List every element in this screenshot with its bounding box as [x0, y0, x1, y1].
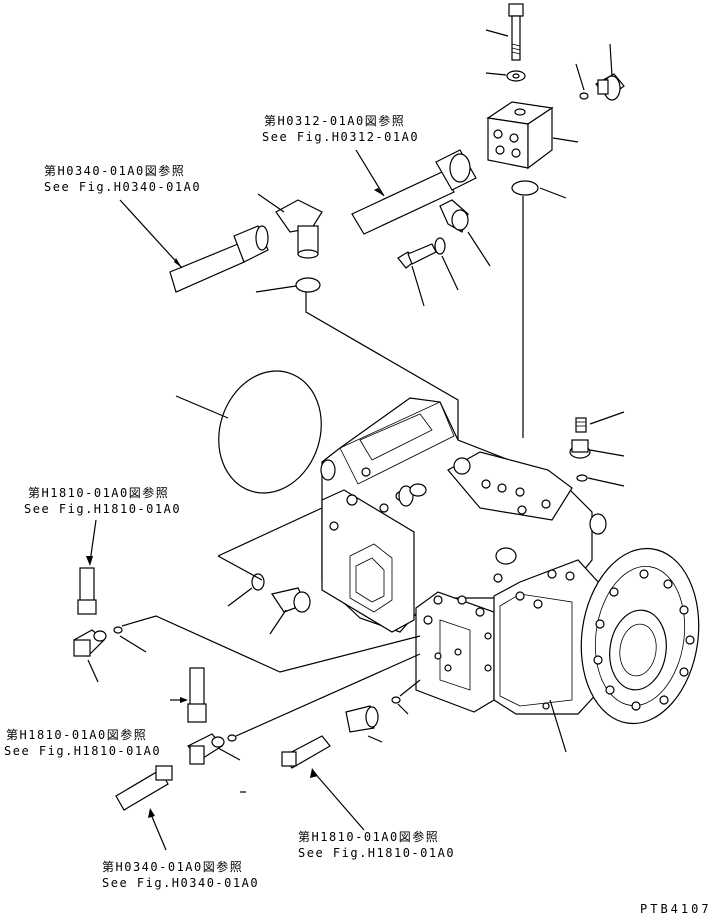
leader-line — [257, 193, 285, 213]
assembly-line — [305, 292, 459, 452]
elbow-fitting-left — [73, 629, 107, 657]
breather-fitting — [575, 417, 587, 433]
elbow-fitting-top — [595, 73, 625, 101]
ref-label-h1810-en: See Fig.H1810-01A0 — [24, 502, 182, 516]
o-ring — [295, 277, 321, 293]
ref-label-h1810-c-en: See Fig.H1810-01A0 — [298, 846, 456, 860]
hose-lower-left — [115, 765, 173, 811]
flange-bolt — [397, 243, 437, 269]
o-ring — [227, 734, 237, 742]
ref-label-h1810-c-jp: 第H1810-01A0図参照 — [298, 830, 440, 844]
assembly-line — [235, 653, 421, 737]
leader-line — [89, 519, 97, 563]
hose-assembly — [169, 225, 269, 293]
leader-line — [539, 187, 567, 199]
ref-label-h1810-b-jp: 第H1810-01A0図参照 — [6, 728, 148, 742]
main-pump-body — [320, 397, 700, 725]
leader-line — [552, 137, 579, 143]
ref-label-h0312-en: See Fig.H0312-01A0 — [262, 130, 420, 144]
leader-line — [87, 659, 99, 683]
washer — [434, 237, 446, 255]
leader-line — [355, 149, 385, 197]
gasket-ring — [218, 370, 322, 494]
assembly-line — [217, 507, 323, 557]
drawing-code: PTB4107 — [640, 902, 712, 916]
leader-line — [589, 449, 625, 457]
split-flange — [439, 199, 469, 233]
leader-line — [227, 587, 253, 607]
ref-label-h0340-b-en: See Fig.H0340-01A0 — [102, 876, 260, 890]
leader-line — [575, 63, 585, 91]
o-ring — [576, 474, 588, 482]
leader-line — [587, 477, 625, 487]
leader-line — [311, 769, 365, 831]
o-ring — [579, 92, 589, 100]
leader-arrow — [86, 556, 93, 566]
assembly-line — [399, 679, 421, 697]
top-bolt — [508, 3, 524, 61]
leader-line — [441, 255, 459, 291]
leader-line — [119, 199, 183, 269]
ref-label-h0340-jp: 第H0340-01A0図参照 — [44, 164, 186, 178]
leader-line — [255, 285, 297, 293]
bolt — [271, 587, 311, 613]
leader-line — [485, 29, 509, 37]
leader-line — [119, 635, 147, 653]
leader-arrow — [148, 808, 155, 818]
washer — [251, 573, 265, 591]
o-ring — [113, 626, 123, 634]
flange-tube — [351, 149, 477, 235]
leader-arrow — [374, 188, 384, 196]
leader-arrow — [310, 768, 318, 778]
elbow-fitting — [275, 199, 323, 259]
ref-label-h0312-jp: 第H0312-01A0図参照 — [264, 114, 406, 128]
adapter-tube-2 — [187, 667, 207, 723]
leader-line — [485, 72, 507, 76]
leader-line — [217, 747, 241, 761]
leader-line — [367, 735, 383, 743]
assembly-line — [121, 615, 421, 673]
leader-line — [269, 609, 287, 635]
leader-line — [467, 231, 491, 267]
leader-line — [411, 265, 425, 307]
ref-label-h1810-b-en: See Fig.H1810-01A0 — [4, 744, 162, 758]
leader-line — [589, 411, 625, 425]
ref-label-h0340-en: See Fig.H0340-01A0 — [44, 180, 202, 194]
leader-arrow — [174, 258, 182, 268]
ref-label-h1810-jp: 第H1810-01A0図参照 — [28, 486, 170, 500]
valve-block — [486, 101, 554, 170]
fitting-lower-middle — [345, 705, 379, 733]
adapter-tube — [77, 567, 97, 615]
tee-fitting — [187, 733, 225, 765]
leader-line — [175, 395, 229, 419]
leader-arrow — [180, 697, 188, 703]
o-ring-large — [511, 180, 539, 196]
leader-line — [609, 43, 613, 77]
leader-line — [149, 811, 167, 851]
tube-lower-middle — [281, 735, 331, 769]
leader-line — [549, 699, 567, 753]
plug-fitting — [569, 439, 591, 459]
ref-label-h0340-b-jp: 第H0340-01A0図参照 — [102, 860, 244, 874]
assembly-line — [217, 555, 263, 581]
leader-line — [397, 703, 409, 715]
o-ring — [391, 696, 401, 704]
